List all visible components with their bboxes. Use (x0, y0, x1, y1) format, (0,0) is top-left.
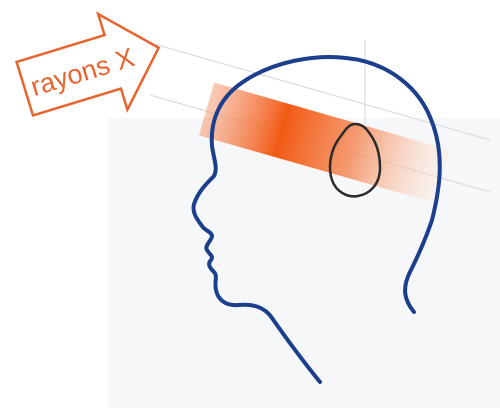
xray-arrow: rayons X (10, 0, 173, 137)
